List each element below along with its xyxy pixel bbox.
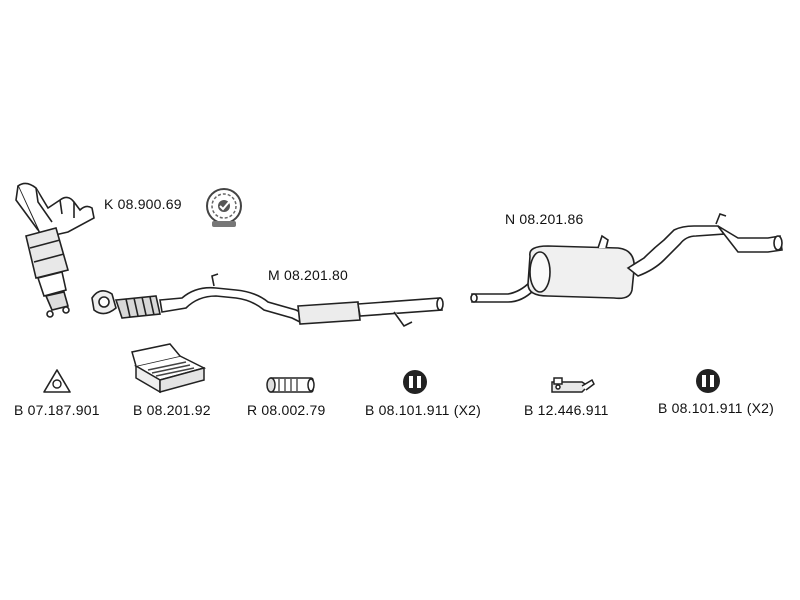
part-code-rear-muffler: N 08.201.86 [505, 211, 584, 227]
accessory-code-5: B 12.446.911 [524, 402, 609, 418]
accessory-code-1: B 07.187.901 [14, 402, 100, 418]
repair-pipe-icon [265, 374, 317, 396]
quality-seal-icon [203, 185, 245, 229]
flange-gasket-icon [42, 368, 72, 396]
accessory-code-3: R 08.002.79 [247, 402, 326, 418]
accessory-code-6: B 08.101.911 (X2) [658, 400, 774, 416]
mounting-kit-box-icon [130, 342, 208, 394]
clamp-bracket-icon [548, 374, 596, 396]
part-code-center-pipe: M 08.201.80 [268, 267, 349, 283]
part-code-catalytic-converter: K 08.900.69 [104, 196, 182, 212]
rubber-hanger-icon [401, 368, 429, 396]
catalytic-converter-manifold-icon [8, 178, 98, 320]
center-pipe-with-resonator-icon [86, 272, 450, 334]
rubber-hanger-icon [694, 367, 722, 395]
accessory-code-4: B 08.101.911 (X2) [365, 402, 481, 418]
accessory-code-2: B 08.201.92 [133, 402, 211, 418]
rear-muffler-with-tailpipe-icon [468, 210, 786, 314]
